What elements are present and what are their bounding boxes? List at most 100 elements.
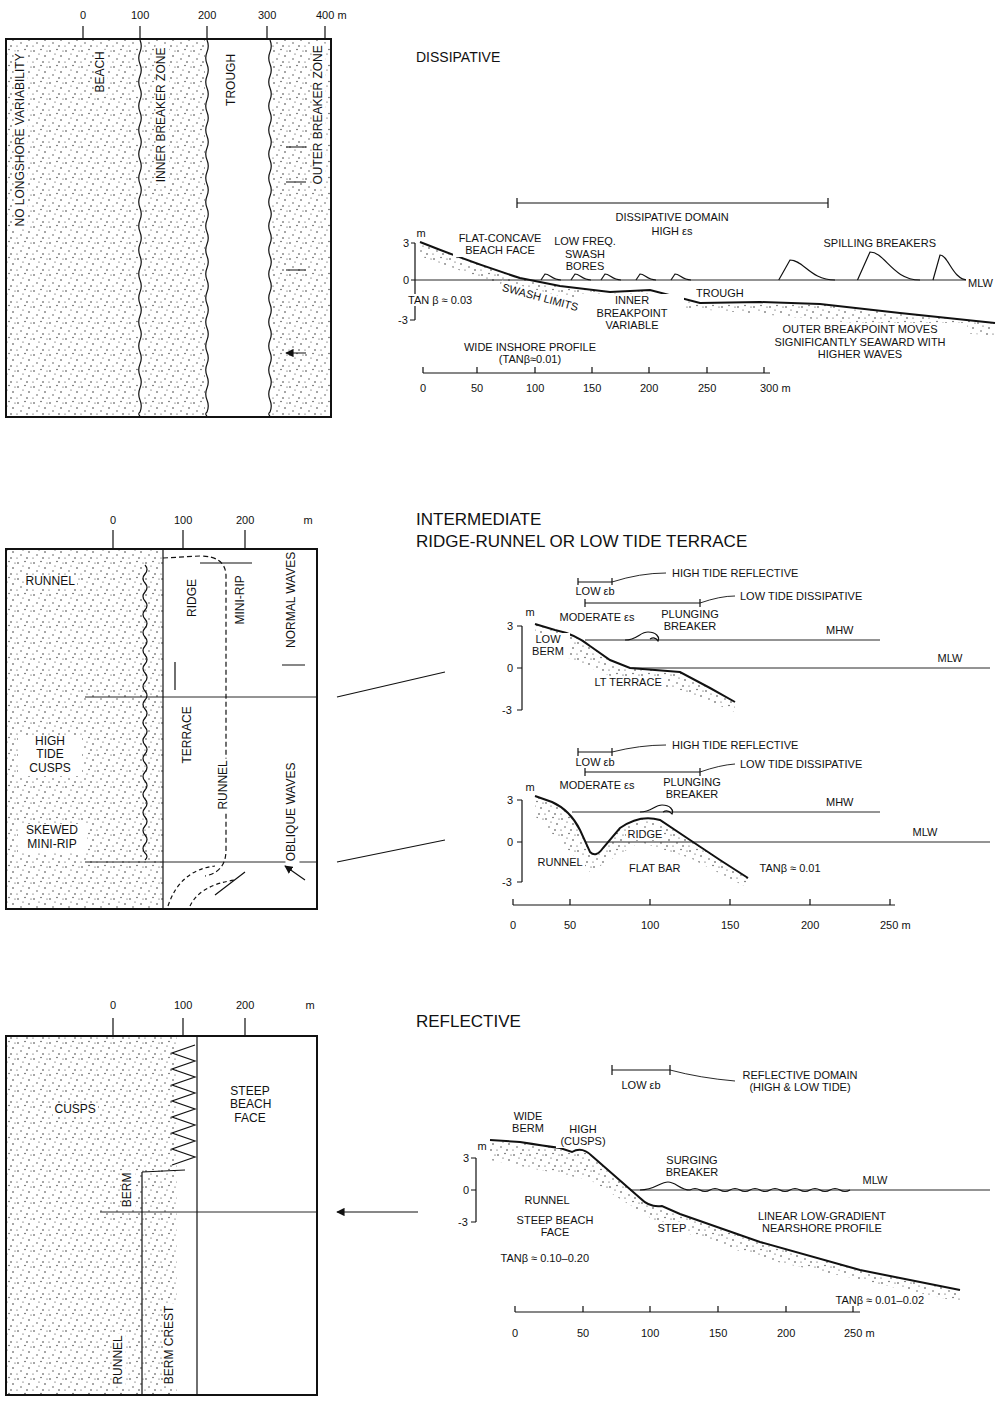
- drawing-stroke: [671, 274, 691, 280]
- drawing-stroke: [636, 274, 656, 280]
- drawing-stroke: [143, 565, 147, 860]
- domain-bracket: [612, 1065, 670, 1075]
- domain-bracket: [517, 198, 828, 208]
- drawing-stroke: [490, 1140, 960, 1302]
- pointer-arrows: [337, 672, 445, 1212]
- line-work: [83, 26, 995, 1394]
- zone-label: OBLIQUE WAVES: [285, 761, 299, 864]
- diagram-label: 50: [562, 919, 578, 932]
- drawing-stroke: [858, 252, 921, 280]
- drawing-stroke: [269, 40, 272, 416]
- drawing-stroke: [601, 274, 621, 280]
- diagram-label: TANβ ≈ 0.10–0.20: [499, 1252, 592, 1265]
- rip-channel: [168, 866, 235, 906]
- mlw-line: [415, 280, 968, 281]
- diagram-label: REFLECTIVE DOMAIN (HIGH & LOW TIDE): [738, 1069, 862, 1094]
- drawing-stroke: [172, 1045, 195, 1165]
- diagram-label: LINEAR LOW-GRADIENT NEARSHORE PROFILE: [745, 1210, 899, 1235]
- diagram-label: m: [304, 999, 317, 1012]
- plan-view-box: CUSPSSTEEP BEACH FACEBERMRUNNELBERM CRES…: [5, 1035, 318, 1396]
- shoreline: [162, 550, 163, 908]
- drawing-stroke: [571, 274, 591, 280]
- diagram-label: MLW: [936, 652, 965, 665]
- zone-label: STEEP BEACH FACE: [228, 1085, 272, 1126]
- sand-stipple: [7, 40, 995, 1394]
- diagram-label: 100: [524, 382, 546, 395]
- drawing-stroke: [7, 550, 163, 908]
- drawing-stroke: [779, 260, 835, 280]
- diagram-label: SPILLING BREAKERS: [822, 237, 939, 250]
- diagram-label: 3: [505, 620, 515, 633]
- diagram-label: RIDGE: [626, 828, 665, 841]
- diagram-label: 200: [638, 382, 660, 395]
- diagram-label: 0: [508, 919, 518, 932]
- axis: [471, 1158, 476, 1222]
- diagram-label: 50: [575, 1327, 591, 1340]
- shoreline: [142, 1037, 197, 1394]
- plan-view-box: RUNNELRIDGEMINI-RIPNORMAL WAVESTERRACEHI…: [5, 548, 318, 910]
- drawing-stroke: [139, 40, 142, 416]
- diagram-label: LOW FREQ. SWASH BORES: [547, 235, 623, 273]
- plan-view-box: NO LONGSHORE VARIABILITYBEACHINNER BREAK…: [5, 38, 332, 418]
- diagram-label: LOW εb: [574, 756, 617, 769]
- diagram-label: -3: [396, 314, 410, 327]
- diagram-label: 300 m: [758, 382, 793, 395]
- tide-lines: [572, 640, 990, 842]
- drawing-stroke: [142, 40, 205, 416]
- diagram-label: TANβ ≈ 0.01–0.02: [834, 1294, 927, 1307]
- diagram-label: HIGH (CUSPS): [556, 1123, 610, 1148]
- diagram-label: MODERATE εs: [558, 779, 637, 792]
- diagram-label: 150: [719, 919, 741, 932]
- diagram-label: 100: [172, 514, 194, 527]
- diagram-label: 200: [196, 9, 218, 22]
- diagram-label: 0: [505, 836, 515, 849]
- diagram-label: 400 m: [314, 9, 349, 22]
- diagram-label: -3: [500, 876, 514, 889]
- diagram-label: HIGH εs: [650, 225, 695, 238]
- diagram-label: PLUNGING BREAKER: [661, 776, 723, 801]
- zone-label: TROUGH: [225, 52, 239, 108]
- diagram-label: LOW εb: [574, 585, 617, 598]
- zone-label: BEACH: [93, 49, 107, 94]
- drawing-stroke: [933, 255, 968, 280]
- scale-ticks: [113, 1018, 245, 1035]
- diagram-label: OUTER BREAKPOINT MOVES SIGNIFICANTLY SEA…: [753, 323, 967, 361]
- diagram-label: RIDGE-RUNNEL OR LOW TIDE TERRACE: [414, 532, 749, 552]
- diagram-label: DISSIPATIVE: [414, 49, 502, 65]
- scale-ticks: [113, 530, 245, 548]
- zone-label: HIGH TIDE CUSPS: [18, 735, 82, 776]
- diagram-label: 100: [172, 999, 194, 1012]
- diagram-label: m: [524, 781, 537, 794]
- diagram-label: 200: [234, 999, 256, 1012]
- diagram-label: INNER BREAKPOINT VARIABLE: [580, 294, 684, 332]
- flow-arrows: [286, 147, 306, 353]
- diagram-label: 150: [707, 1327, 729, 1340]
- diagram-label: 300: [256, 9, 278, 22]
- diagram-label: MHW: [824, 796, 856, 809]
- diagram-label: RUNNEL: [536, 856, 585, 869]
- diagram-label: STEP: [656, 1222, 689, 1235]
- diagram-label: STEEP BEACH FACE: [513, 1214, 597, 1239]
- diagram-label: 0: [108, 514, 118, 527]
- section-lines: [85, 697, 318, 1212]
- drawing-stroke: [7, 1037, 177, 1394]
- diagram-label: 0: [510, 1327, 520, 1340]
- diagram-label: 3: [505, 794, 515, 807]
- diagram-label: 100: [639, 1327, 661, 1340]
- zone-label: MINI-RIP: [233, 573, 247, 626]
- diagram-label: 200: [799, 919, 821, 932]
- diagram-label: MLW: [966, 277, 995, 290]
- diagram-label: LOW BERM: [526, 633, 570, 658]
- diagram-label: TAN β ≈ 0.03: [406, 294, 474, 307]
- diagram-label: LT TERRACE: [593, 676, 664, 689]
- mlw-line: [630, 1190, 990, 1191]
- diagram-label: 0: [418, 382, 428, 395]
- diagram-label: 100: [639, 919, 661, 932]
- diagram-label: RUNNEL: [523, 1194, 572, 1207]
- zone-label: BERM CREST: [163, 1304, 177, 1387]
- diagram-label: WIDE INSHORE PROFILE (TANβ≈0.01): [458, 341, 602, 366]
- drawing-stroke: [541, 274, 561, 280]
- zone-label: RUNNEL: [24, 575, 77, 589]
- diagram-label: PLUNGING BREAKER: [659, 608, 721, 633]
- zone-label: SKEWED MINI-RIP: [18, 824, 87, 852]
